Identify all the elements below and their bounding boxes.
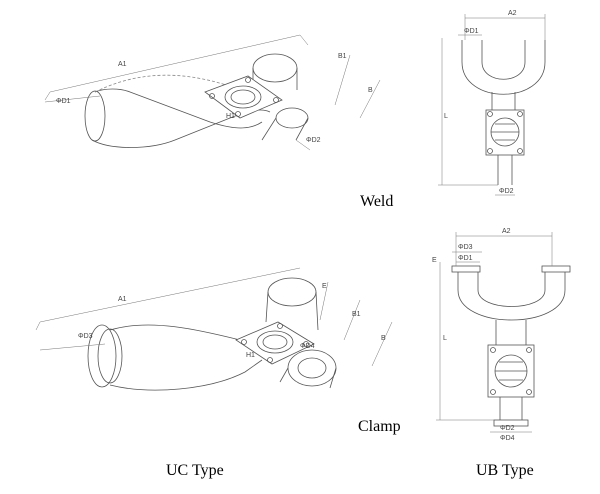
ub-weld-drawing [438, 14, 546, 196]
ub-weld-dim-d1: ΦD1 [464, 28, 479, 35]
uc-clamp-dim-d4: ΦD4 [300, 343, 315, 350]
uc-clamp-dim-e: E [322, 283, 327, 290]
ub-clamp-dim-d3: ΦD3 [458, 244, 473, 251]
ub-weld-dim-l: L [444, 113, 448, 120]
uc-clamp-dim-b: B [381, 335, 386, 342]
ub-weld-dim-d2: ΦD2 [499, 188, 514, 195]
uc-clamp-dim-a1: A1 [118, 296, 127, 303]
uc-clamp-dim-b1: B1 [352, 311, 361, 318]
ub-clamp-drawing [436, 232, 571, 433]
ub-clamp-dim-d2: ΦD2 [500, 425, 515, 432]
ub-clamp-dim-d4: ΦD4 [500, 435, 515, 442]
uc-clamp-dim-d3: ΦD3 [78, 333, 93, 340]
uc-clamp-dim-h1: H1 [246, 352, 255, 359]
ub-clamp-dim-e: E [432, 257, 437, 264]
ub-clamp-dim-d1: ΦD1 [458, 255, 473, 262]
uc-weld-dim-b1: B1 [338, 53, 347, 60]
uc-weld-dim-d2: ΦD2 [306, 137, 321, 144]
uc-weld-dim-a1: A1 [118, 61, 127, 68]
ub-clamp-dim-l: L [443, 335, 447, 342]
uc-weld-drawing [44, 34, 381, 151]
uc-weld-dim-h1: H1 [226, 113, 235, 120]
caption-weld: Weld [360, 193, 394, 210]
caption-uc-type: UC Type [166, 462, 224, 479]
uc-weld-dim-d1: ΦD1 [56, 98, 71, 105]
caption-ub-type: UB Type [476, 462, 534, 479]
ub-weld-dim-a2: A2 [508, 10, 517, 17]
uc-clamp-drawing [35, 267, 393, 391]
uc-weld-dim-b: B [368, 87, 373, 94]
caption-clamp: Clamp [358, 418, 401, 435]
ub-clamp-dim-a2: A2 [502, 228, 511, 235]
